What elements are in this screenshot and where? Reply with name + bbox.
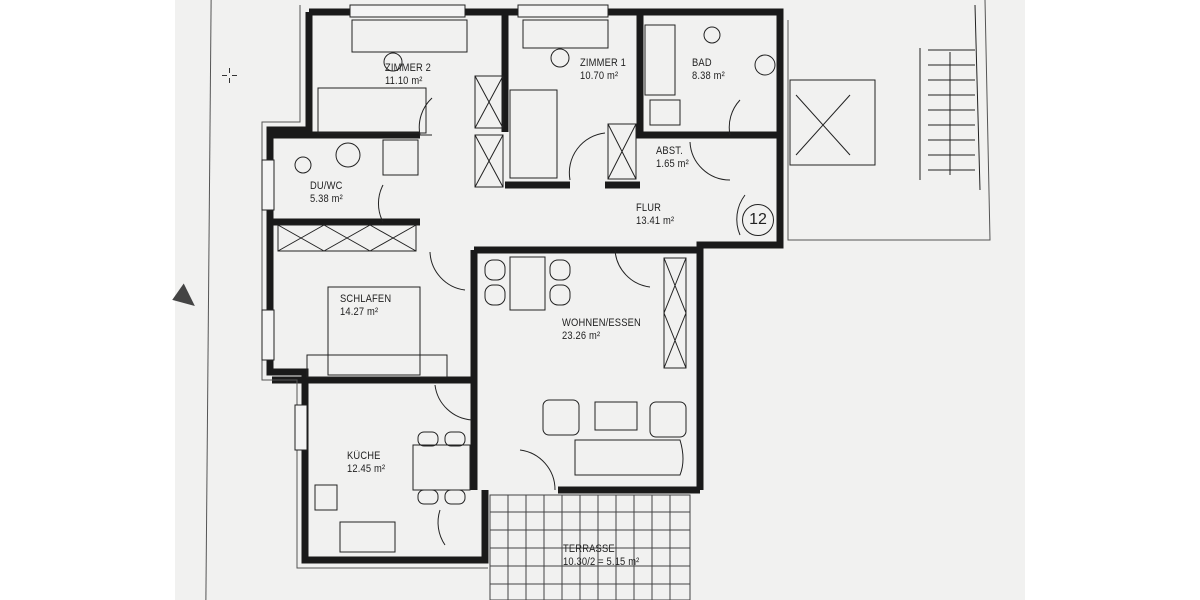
- terrace-tiles: [489, 494, 691, 600]
- paper-sheet: [175, 0, 1025, 600]
- crosshair-cursor-icon: [222, 68, 237, 83]
- closets: [277, 75, 687, 369]
- unit-number-badge: 12: [742, 204, 774, 236]
- room-label-abstellraum: ABST.1.65 m²: [656, 145, 689, 170]
- exterior-walls: [266, 8, 784, 564]
- stairwell: [789, 4, 981, 191]
